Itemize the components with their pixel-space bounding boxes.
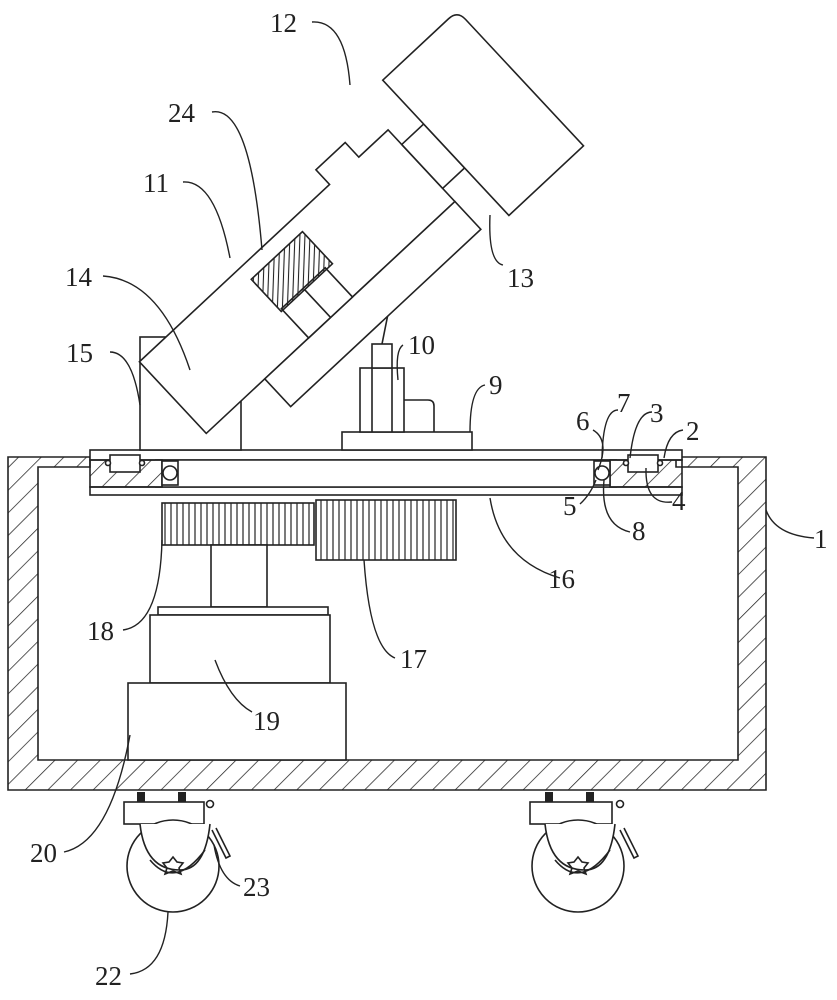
label-16: 16 <box>548 564 575 594</box>
gear-17 <box>315 499 457 561</box>
label-17: 17 <box>400 644 427 674</box>
label-15: 15 <box>66 338 93 368</box>
label-3: 3 <box>650 398 664 428</box>
gear-18 <box>161 502 315 546</box>
cylinder-10 <box>341 313 473 451</box>
label-1: 1 <box>814 524 828 554</box>
left-rail-assembly <box>89 454 179 488</box>
label-7: 7 <box>617 388 631 418</box>
label-19: 19 <box>253 706 280 736</box>
label-23: 23 <box>243 872 270 902</box>
label-24: 24 <box>168 98 196 128</box>
caster-left <box>123 792 232 913</box>
label-2: 2 <box>686 416 700 446</box>
base-20 <box>127 682 347 761</box>
label-11: 11 <box>143 168 169 198</box>
label-9: 9 <box>489 370 503 400</box>
label-8: 8 <box>632 516 646 546</box>
label-13: 13 <box>507 263 534 293</box>
label-22: 22 <box>95 961 122 991</box>
label-10: 10 <box>408 330 435 360</box>
labels: 12 24 11 13 14 15 10 9 6 7 3 2 4 5 8 16 … <box>30 8 828 991</box>
label-14: 14 <box>65 262 93 292</box>
tilted-tool <box>138 14 585 435</box>
motor-19 <box>149 544 331 684</box>
label-6: 6 <box>576 406 590 436</box>
label-12: 12 <box>270 8 297 38</box>
label-5: 5 <box>563 491 577 521</box>
turntable-plate <box>89 449 683 496</box>
caster-right <box>529 792 640 913</box>
label-4: 4 <box>672 486 686 516</box>
label-20: 20 <box>30 838 57 868</box>
leader-lines <box>63 21 815 975</box>
label-18: 18 <box>87 616 114 646</box>
